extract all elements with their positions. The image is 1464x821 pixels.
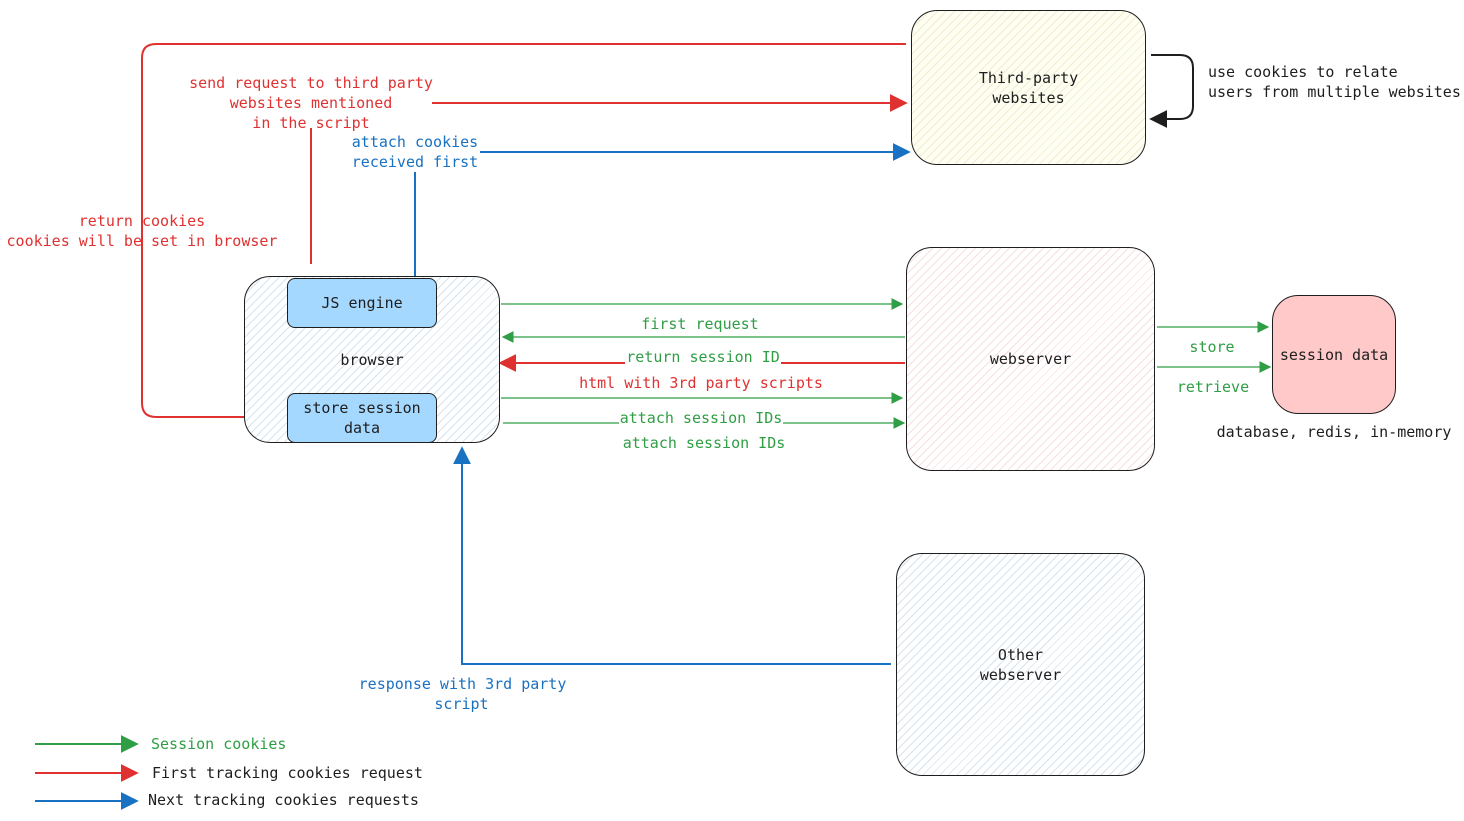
response-script-arrow (453, 446, 891, 665)
session-data-node: session data (1272, 295, 1396, 414)
return-session-id-label: return session ID (625, 348, 781, 366)
first-request-label: first request (640, 315, 760, 333)
store-session-data-node: store session data (287, 393, 437, 443)
other-webserver-node: Other webserver (896, 553, 1145, 776)
html-scripts-label: html with 3rd party scripts (578, 374, 824, 392)
js-engine-node: JS engine (287, 278, 437, 328)
other-webserver-label: Other webserver (979, 645, 1062, 684)
use-cookies-label: use cookies to relate users from multipl… (1208, 63, 1461, 101)
third-party-websites-label: Third-party websites (978, 68, 1079, 107)
attach-session-ids-label-2: attach session IDs (621, 434, 787, 452)
send-request-label: send request to third party websites men… (189, 74, 433, 132)
webserver-node: webserver (906, 247, 1155, 471)
session-data-label: session data (1279, 345, 1389, 364)
webserver-label: webserver (989, 350, 1072, 368)
attach-session-ids-label-1: attach session IDs (618, 409, 784, 427)
legend-next-tracking-label: Next tracking cookies requests (148, 791, 419, 809)
legend-session-label: Session cookies (151, 735, 287, 753)
store-session-data-label: store session data (303, 399, 421, 437)
attach-cookies-label: attach cookies received first (351, 133, 479, 171)
store-label: store (1188, 338, 1236, 356)
browser-label: browser (340, 350, 404, 369)
return-cookies-label: return cookies cookies will be set in br… (6, 212, 278, 250)
retrieve-label: retrieve (1175, 378, 1251, 396)
legend-first-tracking-label: First tracking cookies request (152, 764, 423, 782)
response-script-label: response with 3rd party script (357, 675, 567, 713)
third-party-websites-node: Third-party websites (911, 10, 1146, 165)
js-engine-label: JS engine (321, 294, 403, 312)
return-cookies-arrow (141, 43, 906, 426)
storage-types-label: database, redis, in-memory (1216, 423, 1452, 441)
self-loop-arrow (1149, 54, 1194, 128)
